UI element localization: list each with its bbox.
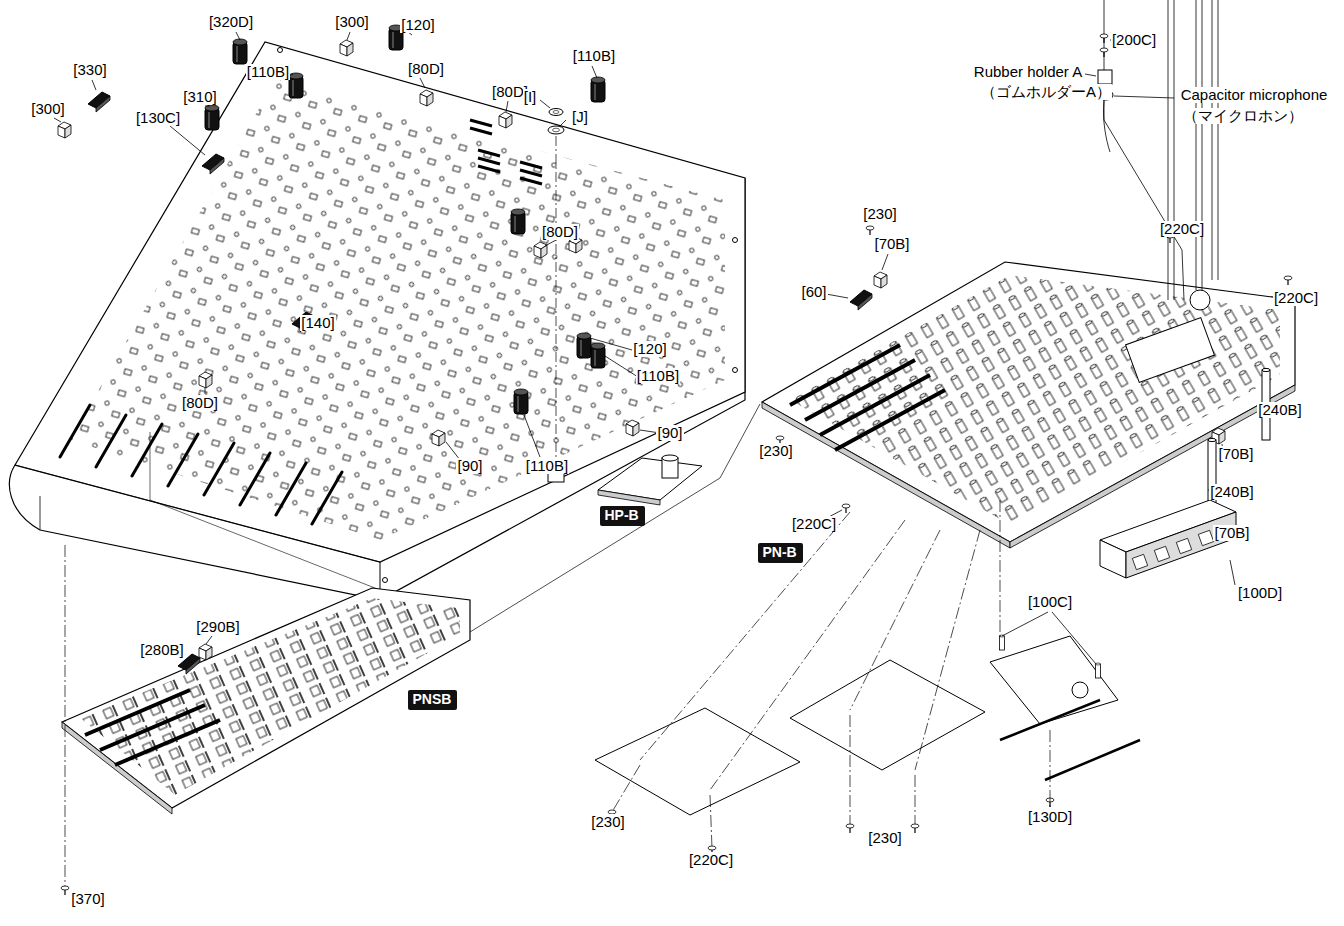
callout-number: [130D] [1027,809,1073,826]
callout-number: [80D] [407,61,445,78]
callout-number: [90] [656,425,683,442]
part-name: Capacitor microphone [1180,87,1329,104]
part-name: Rubber holder A [973,64,1083,81]
callout-number: [70B] [1213,525,1250,542]
callout-number: [220C] [688,852,734,869]
part-name: （ゴムホルダーA） [980,84,1112,101]
callout-number: [220C] [1159,221,1205,238]
callout-number: [300] [30,101,65,118]
callout-number: [240B] [1257,402,1302,419]
part-name: （マイクロホン） [1182,108,1304,125]
board-label: PN-B [758,543,803,563]
callout-number: [70B] [873,236,910,253]
callout-number: [320D] [208,14,254,31]
callout-number: [140] [300,315,335,332]
callout-number: [J] [571,109,589,126]
callout-number: [370] [70,891,105,908]
callout-number: [90] [456,458,483,475]
callout-number: [280B] [139,642,184,659]
callout-number: [220C] [1273,290,1319,307]
callout-number: [200C] [1111,32,1157,49]
board-label: HP-B [600,506,645,526]
callout-number: [300] [334,14,369,31]
board-name: HP-B [605,508,640,523]
callout-number: [120] [400,17,435,34]
callout-number: [70B] [1217,446,1254,463]
callout-number: [130C] [135,110,181,127]
board-name: PN-B [763,545,798,560]
callout-number: [230] [590,814,625,831]
callout-number: [230] [867,830,902,847]
callout-number: [110B] [246,64,290,81]
callout-number: [290B] [195,619,240,636]
callout-number: [240B] [1209,484,1254,501]
callout-number: [110B] [636,368,680,385]
callout-number: [230] [758,443,793,460]
callout-number: [220C] [791,516,837,533]
callout-number: [110B] [572,48,616,65]
callout-number: [110B] [525,458,569,475]
callout-number: [230] [862,206,897,223]
callout-number: [80D] [181,395,219,412]
callout-number: [100C] [1027,594,1073,611]
callout-number: [120] [632,341,667,358]
callout-number: [I] [523,89,538,106]
callout-number: [310] [182,89,217,106]
callout-number: [100D] [1237,585,1283,602]
callout-number: [60] [800,284,827,301]
callout-number: [330] [72,62,107,79]
board-label: PNSB [408,690,457,710]
board-name: PNSB [413,692,452,707]
callout-number: [80D] [541,224,579,241]
